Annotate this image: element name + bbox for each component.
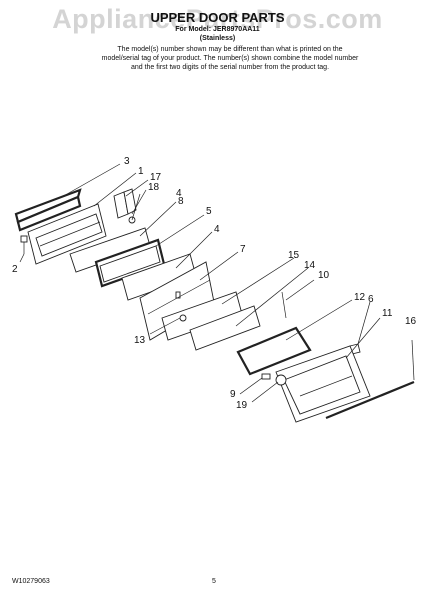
page-title: UPPER DOOR PARTS xyxy=(150,10,285,25)
part-outer-glass-14 xyxy=(189,305,261,351)
callout-labels: 3 1 17 18 4 8 5 4 7 2 15 14 10 13 12 6 1… xyxy=(12,156,417,411)
callout-18: 18 xyxy=(148,182,160,193)
callout-11: 11 xyxy=(382,308,393,319)
callout-2: 2 xyxy=(12,264,18,275)
callout-9: 9 xyxy=(230,389,236,400)
callout-12: 12 xyxy=(354,292,366,303)
callout-4b: 4 xyxy=(214,224,220,235)
part-door-gasket-12 xyxy=(236,326,312,376)
part-screw-13 xyxy=(179,314,187,322)
callout-4a: 4 xyxy=(176,188,182,199)
part-gasket xyxy=(14,188,82,232)
variant-label: (Stainless) xyxy=(199,35,236,42)
callout-16: 16 xyxy=(405,316,417,327)
callout-5: 5 xyxy=(206,206,212,217)
leader-lines xyxy=(19,163,381,403)
watermark: AppliancePartsPros.com xyxy=(52,4,383,34)
page-number: 5 xyxy=(212,578,216,585)
model-note: The model(s) number shown may be differe… xyxy=(101,46,359,71)
callout-1: 1 xyxy=(138,166,144,177)
callout-7: 7 xyxy=(240,244,246,255)
part-handle-mount xyxy=(261,373,287,386)
part-screw-left xyxy=(20,235,28,254)
part-rod-10 xyxy=(281,291,287,319)
part-inner-frame xyxy=(27,203,107,265)
callout-14: 14 xyxy=(304,260,316,271)
callout-13: 13 xyxy=(134,335,146,346)
callout-17: 17 xyxy=(150,172,162,183)
part-door-handle xyxy=(325,339,415,420)
callout-10: 10 xyxy=(318,270,330,281)
callout-3: 3 xyxy=(124,156,130,167)
callout-8: 8 xyxy=(178,196,184,207)
callout-15: 15 xyxy=(288,250,300,261)
part-outer-door-panel xyxy=(275,345,371,423)
model-subtitle: For Model: JER8970AA11 xyxy=(175,26,260,33)
callout-19: 19 xyxy=(236,400,248,411)
document-number: W10279063 xyxy=(12,578,50,585)
callout-6: 6 xyxy=(368,294,374,305)
